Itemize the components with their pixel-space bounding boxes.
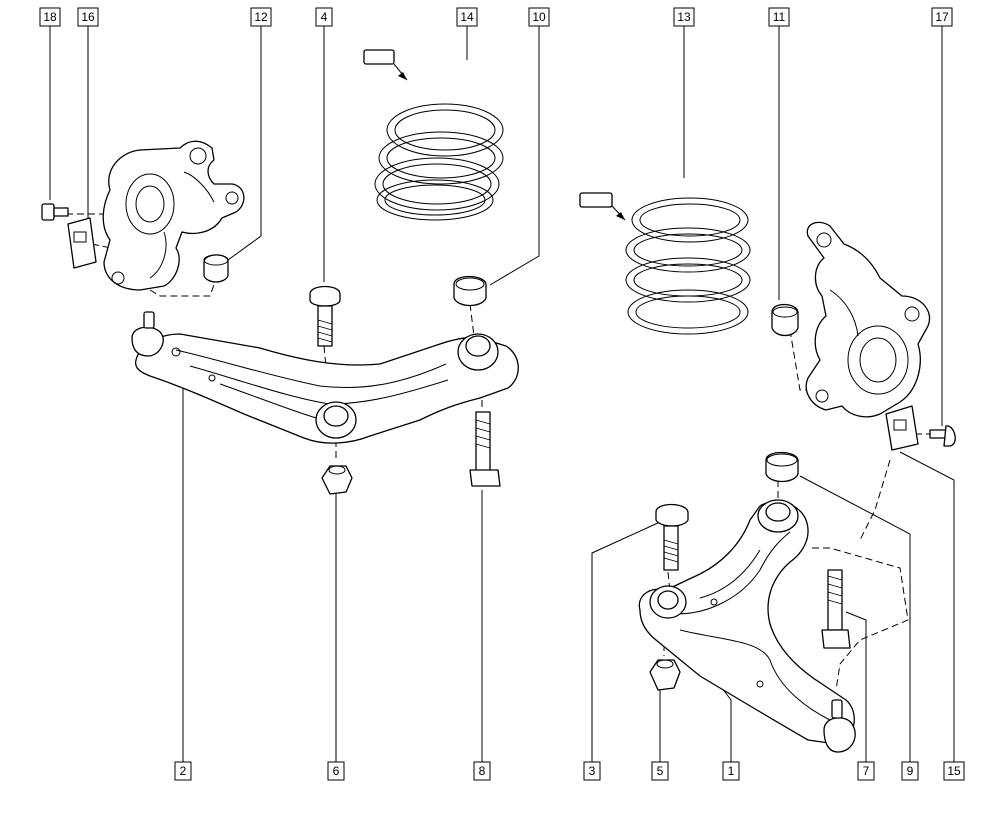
bolt-7 [821, 569, 851, 649]
svg-text:3: 3 [589, 764, 596, 778]
assembly-lines [66, 213, 930, 691]
callout-8: 8 [473, 761, 491, 781]
bolt-8 [469, 411, 501, 487]
right-lower-arm [638, 499, 856, 753]
svg-text:4: 4 [321, 10, 328, 24]
callout-14: 14 [456, 7, 478, 27]
bolt-18 [41, 203, 69, 221]
svg-text:13: 13 [677, 10, 691, 24]
callout-6: 6 [327, 761, 345, 781]
nut-11 [771, 303, 799, 337]
callout-17: 17 [931, 7, 953, 27]
bolt-3 [655, 503, 689, 571]
left-lower-arm [131, 311, 519, 444]
callout-11: 11 [768, 7, 790, 27]
coil-spring-14 [363, 49, 504, 221]
svg-text:12: 12 [254, 10, 268, 24]
callout-15: 15 [943, 761, 965, 781]
leader-lines [49, 26, 955, 762]
callout-13: 13 [673, 7, 695, 27]
bolt-17 [929, 425, 956, 447]
plate-16 [67, 217, 97, 269]
nut-6 [321, 465, 353, 495]
callout-16: 16 [77, 7, 99, 27]
callout-9: 9 [901, 761, 919, 781]
callout-10: 10 [528, 7, 550, 27]
svg-text:10: 10 [532, 10, 546, 24]
svg-text:18: 18 [43, 10, 57, 24]
callout-2: 2 [174, 761, 192, 781]
callout-12: 12 [250, 7, 272, 27]
callout-7: 7 [857, 761, 875, 781]
callout-1: 1 [722, 761, 740, 781]
callout-5: 5 [651, 761, 669, 781]
nut-5 [649, 659, 681, 691]
svg-text:6: 6 [333, 764, 340, 778]
nut-12 [203, 254, 229, 283]
svg-text:11: 11 [773, 10, 786, 24]
coil-spring-13 [579, 192, 751, 335]
svg-text:17: 17 [935, 10, 949, 24]
plate-15 [885, 405, 919, 451]
callout-18: 18 [39, 7, 61, 27]
svg-text:7: 7 [863, 764, 870, 778]
svg-text:8: 8 [479, 764, 486, 778]
svg-text:1: 1 [728, 764, 735, 778]
svg-text:5: 5 [657, 764, 664, 778]
svg-text:15: 15 [947, 764, 961, 778]
svg-text:14: 14 [460, 10, 474, 24]
nut-10 [453, 275, 487, 307]
svg-text:16: 16 [81, 10, 95, 24]
svg-text:9: 9 [907, 764, 914, 778]
svg-text:2: 2 [180, 764, 187, 778]
nut-9 [765, 451, 799, 483]
right-knuckle [805, 221, 931, 418]
callout-labels: 18 16 12 4 14 10 13 11 [39, 7, 965, 781]
callout-4: 4 [315, 7, 333, 27]
callout-3: 3 [583, 761, 601, 781]
left-knuckle [102, 140, 245, 291]
bolt-4 [309, 285, 341, 347]
